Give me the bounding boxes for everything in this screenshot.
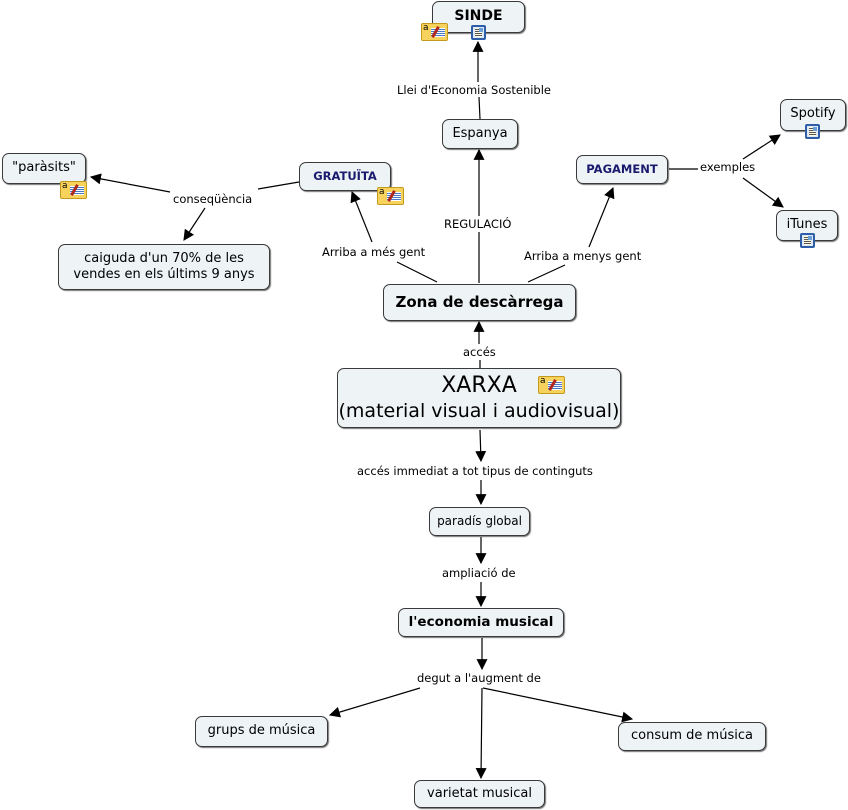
node-caiguda-line1: caiguda d'un 70% de les <box>84 250 244 266</box>
node-paradis-global[interactable]: paradís global <box>429 507 530 536</box>
node-parasits-label: "paràsits" <box>12 160 76 176</box>
attached-resource-icon[interactable] <box>471 25 486 40</box>
node-espanya[interactable]: Espanya <box>442 119 518 149</box>
annotation-note-icon[interactable]: a <box>377 187 404 205</box>
link-arriba-menys-gent[interactable]: Arriba a menys gent <box>522 249 644 263</box>
node-zona-descarrega[interactable]: Zona de descàrrega <box>383 284 576 321</box>
node-gratuita[interactable]: GRATUÏTA <box>299 162 391 191</box>
attached-resource-icon[interactable] <box>800 233 815 248</box>
node-varietat-label: varietat musical <box>427 785 532 801</box>
annotation-note-icon[interactable]: a <box>538 376 565 394</box>
node-paradis-label: paradís global <box>437 514 522 528</box>
node-economia-musical[interactable]: l'economia musical <box>398 608 564 637</box>
node-consum-musica[interactable]: consum de música <box>618 722 766 751</box>
node-consum-label: consum de música <box>631 728 753 744</box>
node-parasits[interactable]: "paràsits" <box>2 153 86 184</box>
node-caiguda-line2: vendes en els últims 9 anys <box>73 267 255 282</box>
link-consequencia[interactable]: conseqüència <box>171 192 255 206</box>
link-acces-immediat[interactable]: accés immediat a tot tipus de continguts <box>355 464 595 478</box>
node-xarxa-subtitle: (material visual i audiovisual) <box>338 399 620 422</box>
node-xarxa[interactable]: XARXA (material visual i audiovisual) <box>337 368 621 428</box>
node-spotify-label: Spotify <box>790 106 836 121</box>
link-arriba-mes-gent[interactable]: Arriba a més gent <box>320 245 428 259</box>
edge-degut-varietat <box>475 687 487 780</box>
edge-exemples-itunes <box>742 177 784 208</box>
node-pagament-label: PAGAMENT <box>586 162 658 177</box>
link-regulacio[interactable]: REGULACIÓ <box>442 217 514 231</box>
node-economia-label: l'economia musical <box>408 614 554 631</box>
node-grups-musica[interactable]: grups de música <box>195 716 328 747</box>
annotation-note-icon[interactable]: a <box>421 23 448 41</box>
link-acces[interactable]: accés <box>461 345 498 359</box>
edge-zona-menysgent <box>527 264 566 283</box>
edge-consequencia-caiguda <box>183 207 206 241</box>
link-degut-augment[interactable]: degut a l'augment de <box>415 671 543 685</box>
node-pagament[interactable]: PAGAMENT <box>576 155 668 184</box>
node-varietat-musical[interactable]: varietat musical <box>414 780 545 808</box>
link-exemples[interactable]: exemples <box>698 160 758 174</box>
link-ampliacio[interactable]: ampliació de <box>440 566 518 580</box>
edge-consequencia-parasits <box>89 173 171 193</box>
node-grups-label: grups de música <box>207 723 316 739</box>
node-zona-label: Zona de descàrrega <box>395 293 564 312</box>
edge-gratuita-consequencia <box>257 181 300 190</box>
edge-espanya-llei <box>478 96 481 120</box>
node-itunes-label: iTunes <box>786 217 828 232</box>
edge-degut-consum <box>482 687 634 723</box>
edge-degut-grups <box>328 687 421 718</box>
node-xarxa-title: XARXA <box>441 373 517 399</box>
edge-menysgent-pagament <box>588 186 615 248</box>
node-caiguda[interactable]: caiguda d'un 70% de les vendes en els úl… <box>58 244 270 290</box>
node-espanya-label: Espanya <box>452 125 508 141</box>
edge-exemples-spotify <box>742 134 781 160</box>
link-llei-economia-sostenible[interactable]: Llei d'Economia Sostenible <box>395 83 554 97</box>
edge-xarxa-accesimmediat <box>475 429 487 463</box>
edge-zona-mesgent <box>396 261 438 283</box>
annotation-note-icon[interactable]: a <box>60 181 87 199</box>
edge-mesgent-gratuita <box>350 190 373 243</box>
node-sinde-label: SINDE <box>454 8 503 25</box>
attached-resource-icon[interactable] <box>805 124 820 139</box>
node-gratuita-label: GRATUÏTA <box>313 169 377 184</box>
